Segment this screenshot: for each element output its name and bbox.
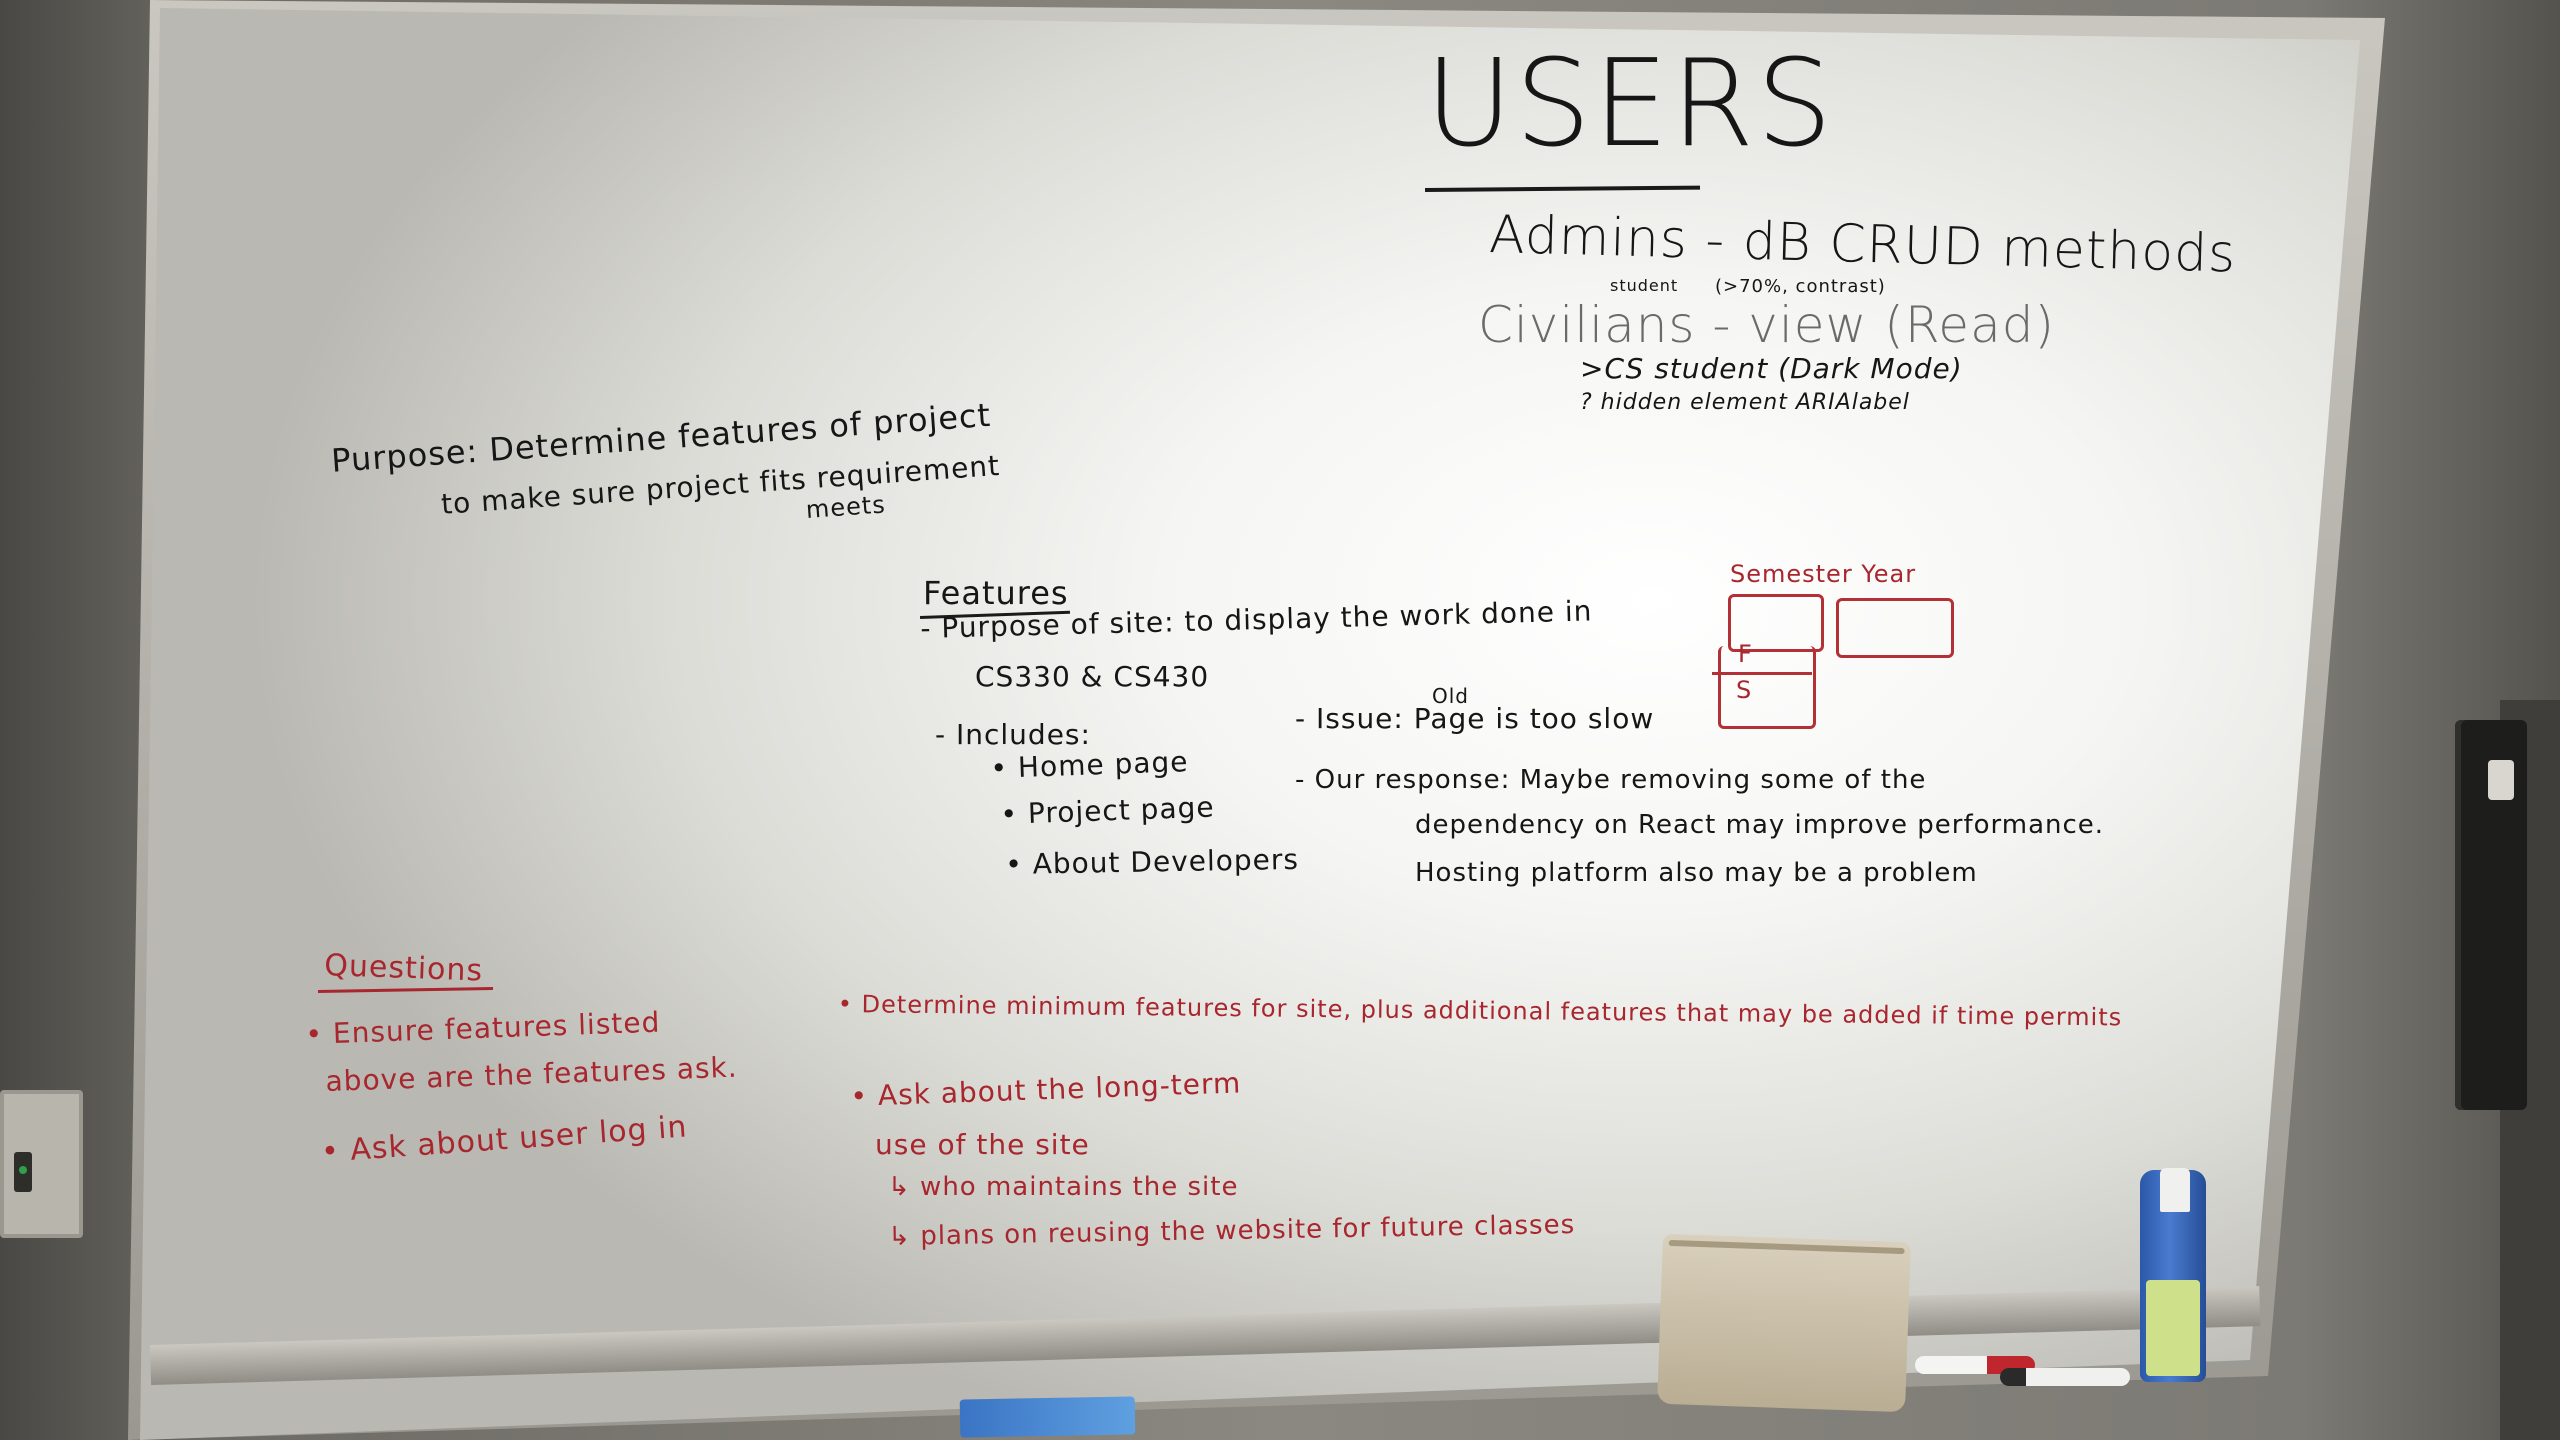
year-box [1836, 598, 1954, 658]
note-long-term-2: use of the site [875, 1128, 1090, 1161]
features-includes: - Includes: [935, 718, 1091, 751]
black-marker [2000, 1368, 2130, 1386]
features-issue: - Issue: Page is too slow [1295, 702, 1655, 735]
semester-box [1728, 594, 1824, 652]
eraser-pouch [1657, 1233, 1911, 1413]
users-hidden-element: ? hidden element ARIAlabel [1580, 390, 1910, 415]
questions-heading: Questions [323, 948, 484, 989]
users-admins-note-left: student [1610, 276, 1679, 295]
features-issue-note: Old [1432, 684, 1469, 708]
features-item-about: • About Developers [1005, 842, 1300, 881]
semester-entries-divider [1712, 672, 1812, 675]
semester-entry-s: S [1736, 676, 1753, 704]
users-admins-note-right: (>70%, contrast) [1715, 276, 1886, 297]
wall-plug [2488, 760, 2514, 800]
semester-entries-box [1718, 646, 1816, 729]
features-response-1: - Our response: Maybe removing some of t… [1295, 765, 1927, 795]
features-heading: Features [923, 574, 1069, 612]
tray-sticker [959, 1396, 1136, 1438]
switch-led [14, 1152, 32, 1192]
users-civilians: Civilians - view (Read) [1478, 296, 2055, 354]
bottle-label [2146, 1280, 2200, 1376]
features-response-2: dependency on React may improve performa… [1415, 810, 2105, 840]
users-cs-student: >CS student (Dark Mode) [1580, 352, 1963, 385]
features-item-home: • Home page [990, 745, 1189, 785]
features-site-purpose-2: CS330 & CS430 [975, 660, 1210, 693]
note-maintain: ↳ who maintains the site [888, 1172, 1239, 1202]
users-title: USERS [1425, 35, 1835, 174]
features-response-3: Hosting platform also may be a problem [1415, 858, 1978, 888]
semester-year-label: Semester Year [1730, 560, 1917, 588]
semester-entry-f: F [1738, 640, 1753, 668]
bottle-cap [2160, 1168, 2190, 1212]
purpose-correction: meets [805, 490, 887, 524]
light-switch [0, 1090, 83, 1238]
